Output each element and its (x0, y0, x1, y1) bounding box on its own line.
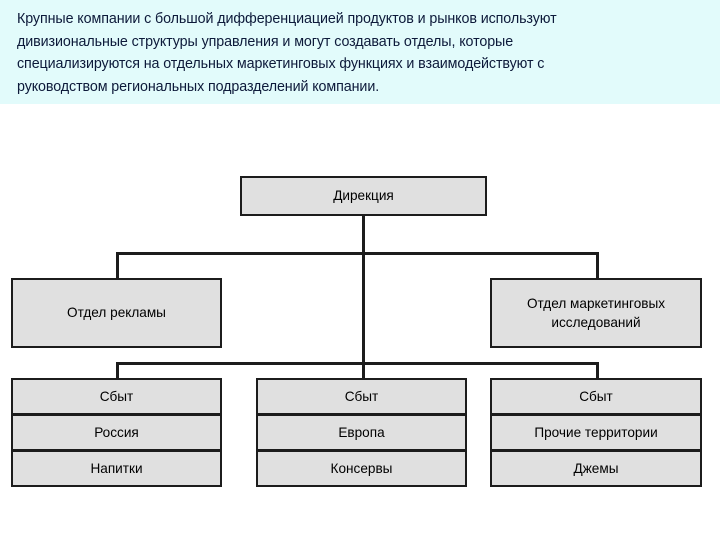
node-sales-europe-title[interactable]: Сбыт (256, 378, 467, 415)
connector-center-trunk (362, 252, 365, 364)
node-sales-russia-product-label: Напитки (90, 460, 143, 476)
node-sales-other-region[interactable]: Прочие территории (490, 414, 702, 451)
node-sales-other-product[interactable]: Джемы (490, 450, 702, 487)
connector-drop-advertising (116, 252, 119, 280)
node-sales-europe-title-label: Сбыт (344, 388, 379, 404)
node-sales-other-title-label: Сбыт (579, 388, 613, 404)
connector-drop-marketing-research (596, 252, 599, 280)
node-sales-europe-product[interactable]: Консервы (256, 450, 467, 487)
connector-level2-bus (116, 252, 599, 255)
node-marketing-research-department-label: Отдел маркетинговых исследований (526, 296, 666, 330)
node-advertising-department-label: Отдел рекламы (67, 305, 166, 320)
node-sales-other-region-label: Прочие территории (534, 424, 658, 440)
node-sales-russia-region-label: Россия (94, 424, 139, 440)
connector-drop-sales-russia (116, 362, 119, 380)
node-sales-russia-title[interactable]: Сбыт (11, 378, 222, 415)
node-sales-russia-title-label: Сбыт (99, 388, 134, 404)
connector-direction-trunk (362, 214, 365, 254)
connector-drop-sales-other (596, 362, 599, 380)
node-advertising-department[interactable]: Отдел рекламы (11, 278, 222, 348)
connector-drop-sales-europe (362, 362, 365, 380)
node-sales-other-product-label: Джемы (573, 460, 619, 476)
node-sales-other-title[interactable]: Сбыт (490, 378, 702, 415)
node-direction[interactable]: Дирекция (240, 176, 487, 216)
node-direction-label: Дирекция (333, 188, 394, 203)
node-sales-russia-product[interactable]: Напитки (11, 450, 222, 487)
header-banner: Крупные компании с большой дифференциаци… (0, 0, 720, 104)
node-marketing-research-department[interactable]: Отдел маркетинговых исследований (490, 278, 702, 348)
header-paragraph: Крупные компании с большой дифференциаци… (17, 11, 557, 95)
node-sales-russia-region[interactable]: Россия (11, 414, 222, 451)
node-sales-europe-region[interactable]: Европа (256, 414, 467, 451)
node-sales-europe-region-label: Европа (338, 424, 385, 440)
node-sales-europe-product-label: Консервы (330, 460, 393, 476)
connector-level3-bus (116, 362, 599, 365)
